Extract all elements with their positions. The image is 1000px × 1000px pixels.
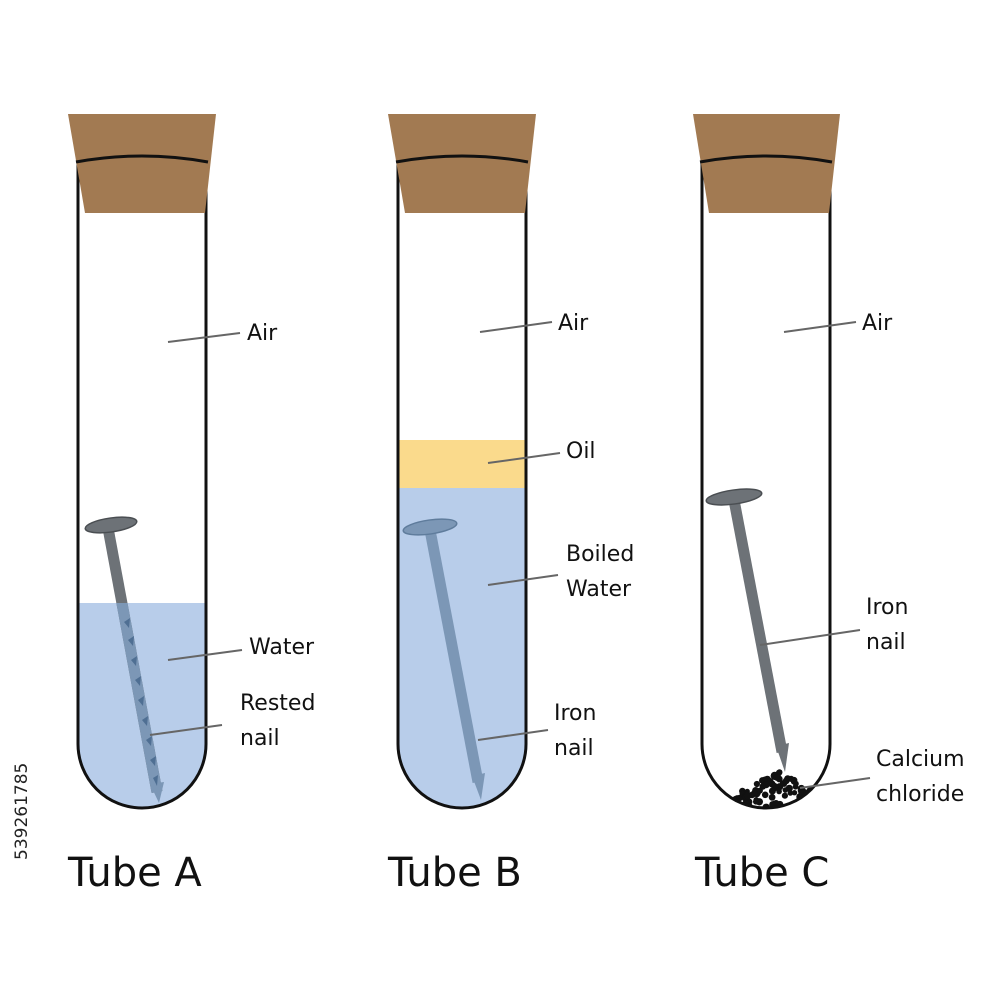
tube-c-glass [700, 150, 832, 810]
granule [812, 792, 818, 799]
granule [807, 801, 813, 808]
granule [773, 774, 780, 781]
granule [803, 798, 810, 805]
granule [821, 800, 827, 807]
tube-a-cork [68, 114, 216, 213]
granule [820, 799, 828, 807]
label-line: nail [240, 726, 280, 751]
granule [813, 791, 819, 798]
granule [768, 787, 776, 795]
granule [787, 790, 793, 796]
tube-a-glass [76, 150, 208, 810]
granule [813, 796, 820, 803]
tube-b-air-label: Air [558, 311, 589, 336]
granule [793, 780, 799, 787]
stock-id: 539261785 [12, 763, 32, 860]
granule [787, 785, 793, 791]
tube-a-water-label: Water [249, 635, 315, 660]
tube-c-caption: Tube C [694, 850, 829, 896]
granule [781, 792, 789, 799]
granule [782, 777, 790, 785]
label-line: nail [554, 736, 594, 761]
granule [818, 803, 826, 808]
tube-b-oil [398, 440, 526, 488]
granule [752, 790, 758, 796]
label-line: Calcium [876, 747, 965, 772]
granule [812, 788, 820, 795]
tube-b-nail [402, 518, 485, 800]
tube-b-glass [396, 150, 528, 810]
tube-a: Air Water Rested nail Tube A [67, 114, 315, 896]
granule [791, 790, 798, 796]
tube-b-cork [388, 114, 536, 213]
granule [817, 794, 825, 801]
granule [817, 801, 824, 808]
tube-c-desiccant-label: Calcium chloride [876, 747, 965, 807]
granule [753, 780, 761, 788]
tube-c-cork [693, 114, 840, 213]
granule [813, 797, 820, 805]
granule [810, 794, 816, 800]
tube-b-nail-label: Iron nail [554, 701, 596, 761]
granule [811, 803, 818, 808]
tube-b-water [398, 488, 526, 808]
granule [753, 798, 759, 805]
granule [811, 795, 818, 801]
label-line: chloride [876, 782, 964, 807]
granule [799, 802, 806, 808]
label-line: Boiled [566, 542, 634, 567]
granule [820, 797, 827, 804]
tube-b-oil-label: Oil [566, 439, 596, 464]
label-line: Iron [866, 595, 908, 620]
tube-b-caption: Tube B [387, 850, 522, 896]
rust-spots [124, 618, 158, 786]
granule [743, 791, 752, 800]
tube-a-caption: Tube A [67, 850, 202, 896]
granule [802, 802, 810, 808]
tube-a-air-label: Air [247, 321, 278, 346]
tube-c-nail-label: Iron nail [866, 595, 908, 655]
granule [768, 793, 776, 801]
tube-a-nail-label: Rested nail [240, 691, 315, 751]
label-line: nail [866, 630, 906, 655]
label-line: Water [566, 577, 632, 602]
tube-c-nail [705, 488, 789, 772]
granule [799, 799, 806, 806]
granule [762, 776, 768, 782]
granule [759, 783, 767, 790]
tube-c: Air Iron nail Calcium chloride Tube C [693, 114, 965, 896]
tube-a-nail [84, 516, 164, 803]
tube-c-air-label: Air [862, 311, 893, 336]
granule [818, 798, 825, 804]
label-line: Rested [240, 691, 315, 716]
label-line: Iron [554, 701, 596, 726]
granule [761, 791, 769, 799]
granule [818, 799, 825, 806]
